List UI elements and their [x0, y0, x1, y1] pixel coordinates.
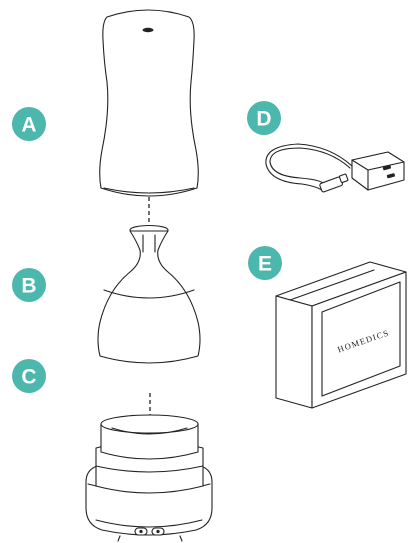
base-unit [86, 415, 212, 541]
badge-b: B [12, 268, 46, 302]
badge-b-label: B [21, 275, 36, 298]
badge-d-label: D [256, 108, 271, 131]
mist-outlet-hole [143, 28, 154, 32]
power-adapter [266, 144, 404, 192]
badge-e: E [248, 246, 282, 280]
badge-e-label: E [258, 253, 272, 276]
water-reservoir [98, 226, 200, 364]
diffuser-cover [100, 10, 199, 196]
packaging-box: HOMEDICS [276, 262, 406, 408]
badge-a-label: A [21, 114, 36, 137]
badge-d: D [247, 101, 281, 135]
badge-c-label: C [21, 366, 36, 389]
barrel-plug [319, 176, 343, 192]
badge-a: A [12, 107, 46, 141]
badge-c: C [12, 359, 46, 393]
